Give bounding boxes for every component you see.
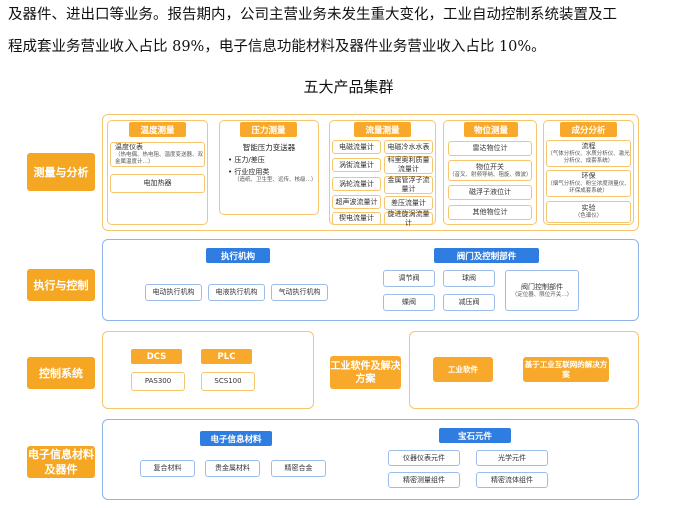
analysis-lab-label: 实验 (581, 204, 596, 212)
flow-item: 涡轮流量计 (332, 177, 381, 191)
smart-pressure-transmitter: 智能压力变送器 (242, 143, 296, 152)
temperature-title: 温度测量 (129, 122, 186, 137)
valve-parts-label: 阀门控制部件 (521, 282, 563, 291)
gem-item: 仪器仪表元件 (388, 450, 460, 466)
valves-title: 阀门及控制部件 (434, 248, 539, 263)
level-item: 其他物位计 (448, 205, 532, 220)
level-switch-sub: （音叉、射频导纳、阻旋、微波） (449, 171, 532, 178)
level-item: 磁浮子液位计 (448, 185, 532, 200)
actuators-title: 执行机构 (206, 248, 270, 263)
row-label-control: 控制系统 (27, 357, 95, 389)
analysis-env-box: 环保 （烟气分析仪、粉尘浓度测量仪、环保成套系统） (546, 170, 631, 197)
flow-item: 电磁流量计 (332, 140, 381, 154)
plc-tag: PLC (201, 349, 252, 364)
iiot-solution-box: 基于工业互联网的解决方案 (523, 357, 609, 382)
analysis-process-box: 流程 （气体分析仪、水质分析仪、激光分析仪、成套系统） (546, 140, 631, 167)
material-item: 贵金属材料 (205, 460, 260, 477)
level-title: 物位测量 (464, 122, 518, 137)
analysis-lab-sub: （色谱仪） (574, 213, 603, 219)
valve-item: 减压阀 (443, 294, 495, 311)
temperature-instrument-sub: （热电偶、热电阻、温度变送器、双金属温度计…） (115, 152, 204, 165)
level-switch-label: 物位开关 (476, 162, 504, 171)
analysis-process-sub: （气体分析仪、水质分析仪、激光分析仪、成套系统） (547, 151, 630, 164)
industrial-software-label: 工业软件及解决方案 (330, 356, 401, 389)
electric-heater-box: 电加热器 (110, 174, 205, 193)
flow-item: 旋进旋涡流量计 (384, 210, 433, 227)
level-item: 雷达物位计 (448, 141, 532, 156)
material-item: 复合材料 (140, 460, 195, 477)
actuator-item: 电动执行机构 (145, 284, 202, 301)
temperature-column (107, 120, 208, 225)
level-switch-box: 物位开关 （音叉、射频导纳、阻旋、微波） (448, 160, 532, 181)
temperature-instrument-box: 温度仪表 （热电偶、热电阻、温度变送器、双金属温度计…） (110, 142, 205, 167)
material-item: 精密合金 (271, 460, 326, 477)
analysis-process-label: 流程 (581, 142, 596, 150)
row-label-measure: 测量与分析 (27, 153, 95, 191)
flow-item: 差压流量计 (384, 196, 433, 210)
gem-item: 精密测量组件 (388, 472, 460, 488)
control-left-panel (102, 331, 314, 409)
flow-item: 金属管浮子流量计 (384, 176, 433, 194)
materials-title: 电子信息材料 (200, 431, 272, 446)
flow-item: 超声波流量计 (332, 195, 381, 209)
dcs-tag: DCS (131, 349, 182, 364)
valve-parts-sub: （定位器、限位开关…） (511, 291, 573, 298)
gem-item: 光学元件 (476, 450, 548, 466)
valve-item: 球阀 (443, 270, 495, 287)
pressure-industry-item: • 行业应用类 (228, 168, 270, 176)
row-label-electronic: 电子信息材料及器件 (27, 446, 95, 478)
analysis-env-sub: （烟气分析仪、粉尘浓度测量仪、环保成套系统） (547, 181, 630, 194)
intro-line-1: 及器件、进出口等业务。报告期内，公司主营业务未发生重大变化，工业自动控制系统装置… (8, 7, 617, 23)
row-label-actuate: 执行与控制 (27, 269, 95, 301)
flow-item: 楔电流量计 (332, 212, 381, 225)
intro-line-2: 程成套业务营业收入占比 89%，电子信息功能材料及器件业务营业收入占比 10%。 (8, 39, 546, 55)
pressure-title: 压力测量 (240, 122, 297, 137)
flow-item: 电磁冷水水表 (384, 140, 433, 154)
analysis-lab-box: 实验 （色谱仪） (546, 201, 631, 223)
industrial-software-box: 工业软件 (433, 357, 493, 382)
actuator-item: 气动执行机构 (271, 284, 328, 301)
pressure-diff-item: • 压力/差压 (228, 156, 265, 164)
electronic-panel (102, 419, 639, 500)
analysis-env-label: 环保 (581, 172, 596, 180)
valve-item: 蝶阀 (383, 294, 435, 311)
gems-title: 宝石元件 (439, 428, 511, 443)
gem-item: 精密流体组件 (476, 472, 548, 488)
analysis-title: 成分分析 (560, 122, 617, 137)
page-title: 五大产品集群 (303, 78, 394, 96)
flow-item: 涡街流量计 (332, 158, 381, 172)
scs100-box: SCS100 (201, 372, 255, 391)
valve-parts-box: 阀门控制部件 （定位器、限位开关…） (505, 270, 579, 311)
temperature-instrument-label: 温度仪表 (115, 143, 143, 151)
actuator-item: 电液执行机构 (208, 284, 265, 301)
valve-item: 调节阀 (383, 270, 435, 287)
pas300-box: PAS300 (131, 372, 185, 391)
flow-title: 流量测量 (354, 122, 411, 137)
pressure-industry-sub: （造纸、卫生型、远传、核级…） (234, 177, 317, 183)
flow-item: 科里奥利质量流量计 (384, 156, 433, 174)
